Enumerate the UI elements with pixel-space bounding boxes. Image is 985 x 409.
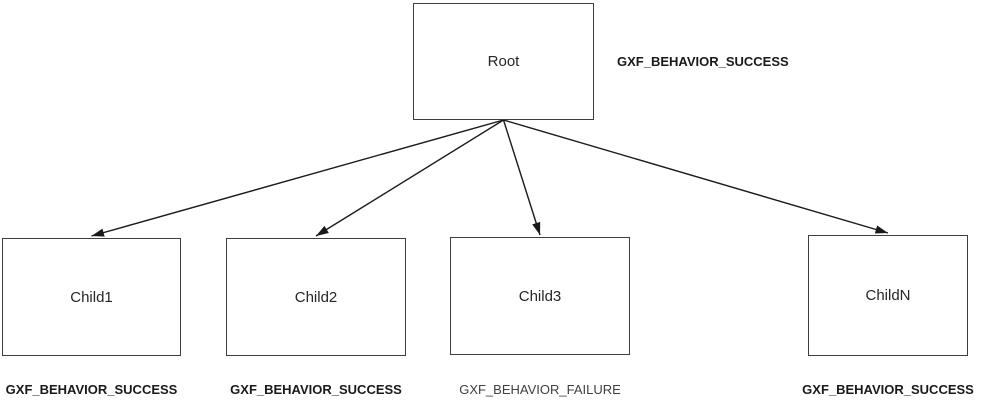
node-label-child2: Child2	[294, 288, 338, 306]
node-child3: Child3	[450, 237, 630, 355]
status-label-child3: GXF_BEHAVIOR_FAILURE	[459, 382, 621, 397]
node-label-childN: ChildN	[865, 287, 911, 304]
node-child1: Child1	[2, 238, 181, 356]
node-label-child3: Child3	[518, 287, 562, 305]
status-label-child2: GXF_BEHAVIOR_SUCCESS	[230, 382, 402, 397]
node-child2: Child2	[226, 238, 406, 356]
edge-root-to-child3	[502, 119, 541, 236]
node-label-child1: Child1	[70, 288, 113, 306]
status-label-child1: GXF_BEHAVIOR_SUCCESS	[5, 382, 178, 397]
edge-root-to-child1	[91, 119, 504, 237]
node-label-root: Root	[487, 53, 520, 70]
edge-root-to-child2	[315, 119, 504, 237]
edge-root-to-childN	[503, 119, 889, 234]
status-label-root: GXF_BEHAVIOR_SUCCESS	[617, 53, 789, 69]
node-root: Root	[413, 3, 594, 120]
node-childN: ChildN	[808, 235, 968, 356]
status-label-childN: GXF_BEHAVIOR_SUCCESS	[802, 382, 974, 397]
